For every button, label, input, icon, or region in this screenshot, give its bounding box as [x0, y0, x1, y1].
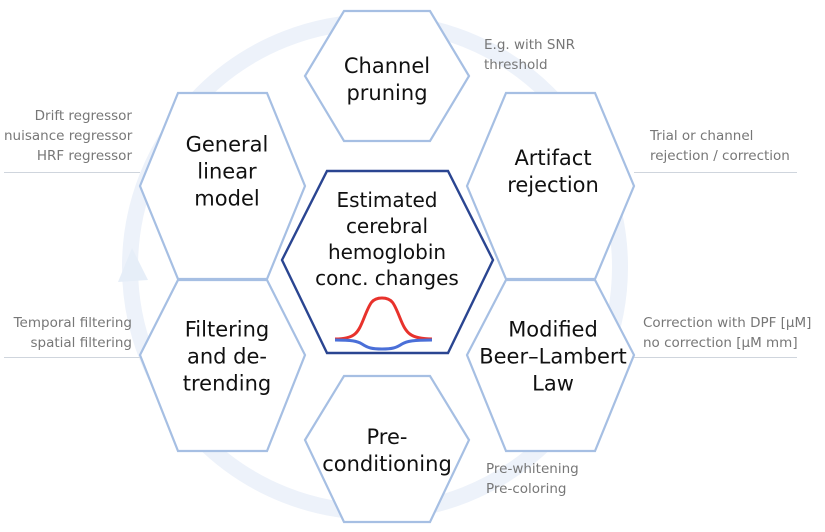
hbr-curve: [334, 338, 433, 351]
hbo-curve: [334, 296, 433, 341]
note-divider-artifact-rejection: [634, 172, 797, 173]
hex-general-linear-model: [138, 91, 307, 281]
note-divider-filtering: [4, 357, 140, 358]
hex-modified-beer-lambert-law: [465, 278, 636, 453]
hex-channel-pruning: [303, 9, 471, 143]
note-divider-mbll: [634, 357, 797, 358]
center-label: Estimated cerebral hemoglobin conc. chan…: [315, 188, 459, 290]
cycle-arrow-icon: [118, 248, 148, 282]
note-mbll: Correction with DPF [μM]no correction [μ…: [643, 315, 812, 351]
step-label-preconditioning: Pre-conditioning: [322, 425, 452, 476]
hex-preconditioning: [303, 374, 471, 524]
hex-center: [280, 169, 495, 355]
note-divider-glm: [4, 172, 140, 173]
